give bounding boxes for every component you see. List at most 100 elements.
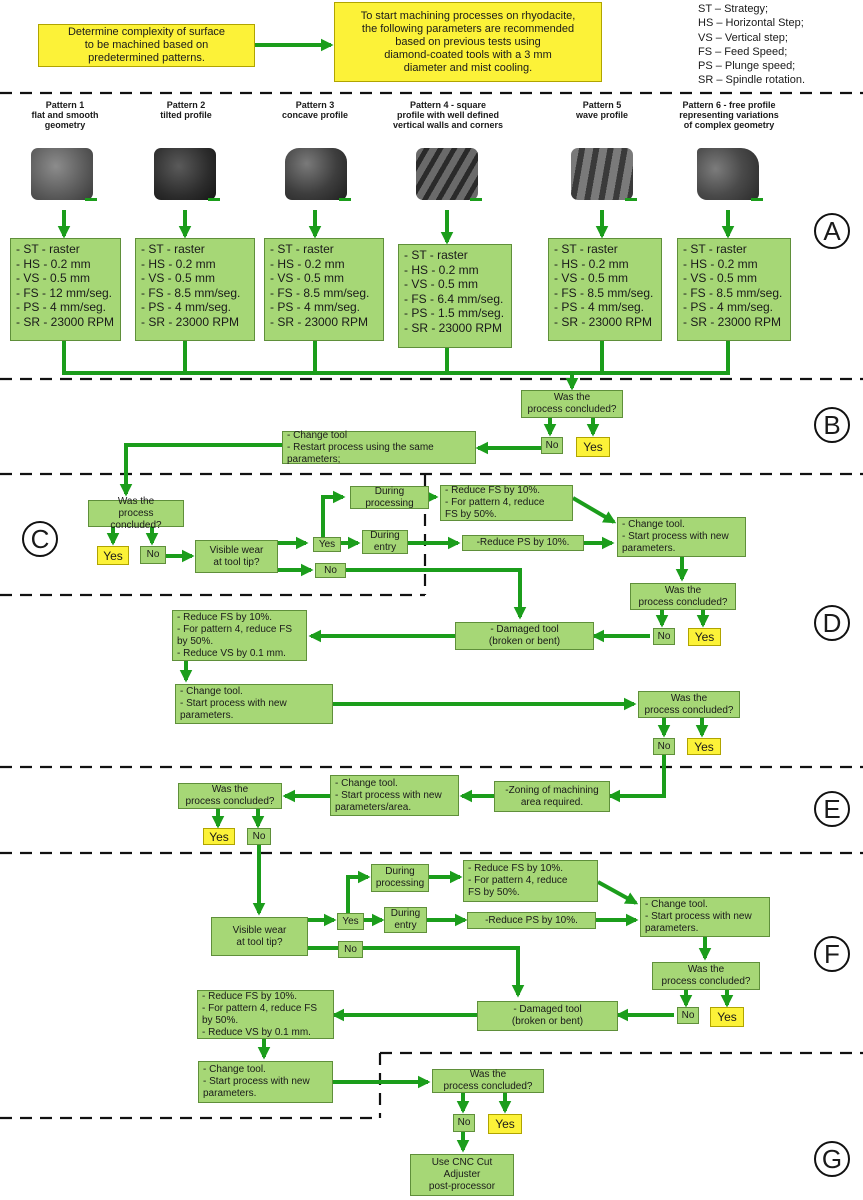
- pattern-2-photo: [146, 142, 224, 206]
- f-change-tool-box: - Change tool. - Start process with new …: [640, 897, 770, 937]
- param-line: - VS - 0.5 mm: [270, 271, 345, 285]
- c-wear-yes-box: Yes: [313, 537, 341, 552]
- e-zoning-box: -Zoning of machining area required.: [494, 781, 610, 812]
- param-line: - SR - 23000 RPM: [141, 314, 240, 329]
- legend-vs: VS – Vertical step;: [698, 31, 788, 44]
- b-no-box: No: [541, 437, 563, 454]
- g-no-box: No: [453, 1114, 475, 1132]
- g-concluded-question: Was the process concluded?: [432, 1069, 544, 1093]
- c-wear-no-box: No: [315, 563, 346, 578]
- param-line: - ST - raster: [16, 242, 80, 256]
- pattern-5-photo: [563, 142, 641, 206]
- param-line: - FS - 6.4 mm/seg.: [404, 291, 504, 306]
- section-g-label: G: [814, 1141, 850, 1177]
- param-line: - HS - 0.2 mm: [270, 256, 345, 271]
- d-yes-box-2: Yes: [687, 738, 721, 755]
- section-f-label: F: [814, 936, 850, 972]
- pattern-5-params: - ST - raster - HS - 0.2 mm - VS - 0.5 m…: [548, 238, 662, 341]
- param-line: - SR - 23000 RPM: [683, 314, 782, 329]
- legend-hs: HS – Horizontal Step;: [698, 17, 804, 30]
- c-during-processing-box: During processing: [350, 486, 429, 509]
- legend-ps: PS – Plunge speed;: [698, 60, 796, 73]
- c-no-box: No: [140, 546, 166, 564]
- f-yes-box: Yes: [710, 1007, 744, 1027]
- d-yes-box-1: Yes: [688, 628, 721, 646]
- f-reduce-ps-box: -Reduce PS by 10%.: [467, 912, 596, 929]
- c-during-entry-box: During entry: [362, 530, 408, 554]
- f-reduce-fs-box: - Reduce FS by 10%. - For pattern 4, red…: [463, 860, 598, 902]
- e-concluded-question: Was the process concluded?: [178, 783, 282, 809]
- abbreviation-legend: ST – Strategy; HS – Horizontal Step; VS …: [698, 2, 805, 88]
- d-concluded-question-1: Was the process concluded?: [630, 583, 736, 610]
- param-line: - ST - raster: [141, 242, 205, 256]
- param-line: - SR - 23000 RPM: [16, 314, 115, 329]
- c-reduce-ps-box: -Reduce PS by 10%.: [462, 535, 584, 551]
- section-a-label: A: [814, 213, 850, 249]
- c-change-tool-box: - Change tool. - Start process with new …: [617, 517, 746, 557]
- pattern-6-photo: [689, 142, 767, 206]
- d-damaged-tool-box: - Damaged tool (broken or bent): [455, 622, 594, 650]
- pattern-6-params: - ST - raster - HS - 0.2 mm - VS - 0.5 m…: [677, 238, 791, 341]
- c-yes-box: Yes: [97, 546, 129, 565]
- pattern-1-params: - ST - raster - HS - 0.2 mm - VS - 0.5 m…: [10, 238, 121, 341]
- pattern-4-title: Pattern 4 - square profile with well def…: [392, 100, 504, 130]
- param-line: - FS - 8.5 mm/seg.: [141, 285, 241, 300]
- f-concluded-question: Was the process concluded?: [652, 962, 760, 990]
- param-line: - ST - raster: [404, 248, 468, 262]
- pattern-3-title: Pattern 3 concave profile: [281, 100, 349, 120]
- e-no-box: No: [247, 828, 271, 845]
- intro-parameters-box: To start machining processes on rhyodaci…: [334, 2, 602, 82]
- pattern-6-title: Pattern 6 - free profile representing va…: [679, 100, 779, 130]
- param-line: - PS - 4 mm/seg.: [270, 300, 361, 314]
- pattern-2-title: Pattern 2 tilted profile: [160, 100, 212, 120]
- param-line: - VS - 0.5 mm: [16, 271, 91, 285]
- d-change-tool-box: - Change tool. - Start process with new …: [175, 684, 333, 724]
- param-line: - FS - 12 mm/seg.: [16, 285, 113, 300]
- param-line: - FS - 8.5 mm/seg.: [554, 285, 654, 300]
- param-line: - PS - 4 mm/seg.: [554, 300, 645, 314]
- c-visible-wear-question: Visible wear at tool tip?: [195, 540, 278, 573]
- param-line: - HS - 0.2 mm: [554, 256, 629, 271]
- param-line: - ST - raster: [270, 242, 334, 256]
- param-line: - SR - 23000 RPM: [554, 314, 653, 329]
- b-concluded-question: Was the process concluded?: [521, 390, 623, 418]
- pattern-3-photo: [277, 142, 355, 206]
- d-concluded-question-2: Was the process concluded?: [638, 691, 740, 718]
- intro-determine-box: Determine complexity of surface to be ma…: [38, 24, 255, 67]
- f-wear-yes-box: Yes: [337, 913, 364, 930]
- param-line: - VS - 0.5 mm: [404, 277, 479, 291]
- g-yes-box: Yes: [488, 1114, 522, 1134]
- section-e-label: E: [814, 791, 850, 827]
- f-wear-no-box: No: [338, 941, 363, 958]
- f-during-processing-box: During processing: [371, 864, 429, 892]
- legend-fs: FS – Feed Speed;: [698, 45, 788, 58]
- param-line: - ST - raster: [683, 242, 747, 256]
- param-line: - PS - 4 mm/seg.: [16, 300, 107, 314]
- param-line: - PS - 4 mm/seg.: [141, 300, 232, 314]
- pattern-1-photo: [23, 142, 101, 206]
- g-change-tool-box: - Change tool. - Start process with new …: [198, 1061, 333, 1103]
- b-yes-box: Yes: [576, 437, 610, 457]
- param-line: - PS - 4 mm/seg.: [683, 300, 774, 314]
- b-change-tool-box: - Change tool - Restart process using th…: [282, 430, 476, 465]
- param-line: - HS - 0.2 mm: [683, 256, 758, 271]
- c-reduce-fs-box: - Reduce FS by 10%. - For pattern 4, red…: [440, 485, 573, 521]
- pattern-3-params: - ST - raster - HS - 0.2 mm - VS - 0.5 m…: [264, 238, 384, 341]
- f-during-entry-box: During entry: [384, 907, 427, 933]
- e-change-tool-box: - Change tool. - Start process with new …: [330, 775, 459, 816]
- param-line: - ST - raster: [554, 242, 618, 256]
- f-visible-wear-question: Visible wear at tool tip?: [211, 917, 308, 956]
- d-no-box-2: No: [653, 738, 675, 755]
- section-d-label: D: [814, 605, 850, 641]
- section-c-label: C: [22, 521, 58, 557]
- c-concluded-question: Was the process concluded?: [88, 496, 184, 531]
- param-line: - PS - 1.5 mm/seg.: [404, 306, 505, 320]
- section-dividers: [0, 91, 863, 1120]
- pattern-4-photo: [408, 142, 486, 206]
- param-line: - FS - 8.5 mm/seg.: [683, 285, 783, 300]
- legend-sr: SR – Spindle rotation.: [698, 74, 806, 87]
- pattern-4-params: - ST - raster - HS - 0.2 mm - VS - 0.5 m…: [398, 244, 512, 348]
- param-line: - HS - 0.2 mm: [16, 256, 91, 271]
- pattern-2-params: - ST - raster - HS - 0.2 mm - VS - 0.5 m…: [135, 238, 255, 341]
